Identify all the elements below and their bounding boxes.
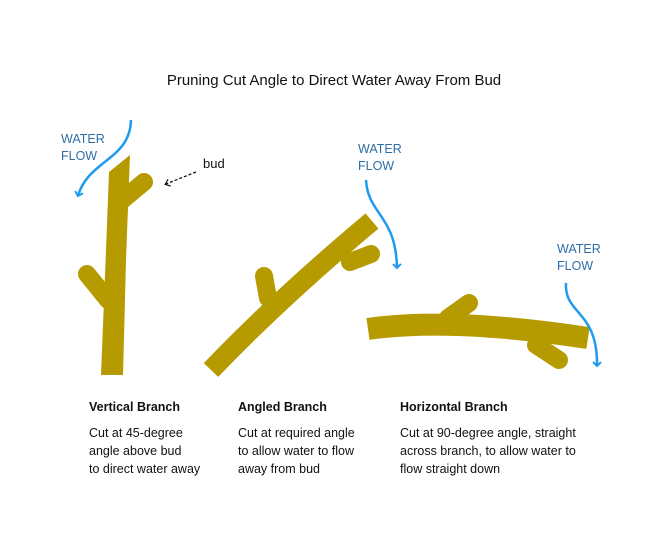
water-label-line: WATER [61, 132, 105, 146]
bud-shape [78, 265, 117, 309]
caption-line: Cut at 45-degree [89, 426, 183, 440]
bud-shape [439, 294, 478, 327]
angled-branch [203, 213, 380, 377]
caption-angled-branch: Angled Branch Cut at required angle to a… [238, 398, 355, 478]
water-label-line: FLOW [557, 259, 594, 273]
caption-vertical-branch: Vertical Branch Cut at 45-degree angle a… [89, 398, 200, 478]
water-label-line: FLOW [61, 149, 98, 163]
caption-heading: Vertical Branch [89, 400, 181, 414]
caption-line: away from bud [238, 462, 320, 476]
caption-line: Cut at 90-degree angle, straight [400, 426, 576, 440]
water-flow-arrow [564, 282, 602, 368]
bud-shape [111, 173, 153, 211]
horizontal-branch [366, 294, 590, 369]
water-flow-arrow [364, 179, 402, 270]
caption-horizontal-branch: Horizontal Branch Cut at 90-degree angle… [400, 398, 576, 478]
bud-shape [255, 267, 277, 307]
bud-pointer-arrow [164, 171, 197, 187]
bud-shape [527, 336, 568, 369]
caption-heading: Angled Branch [238, 400, 327, 414]
water-label-line: WATER [557, 242, 601, 256]
diagram-title: Pruning Cut Angle to Direct Water Away F… [166, 72, 502, 89]
caption-line: to direct water away [89, 462, 201, 476]
caption-line: angle above bud [89, 444, 182, 458]
caption-heading: Horizontal Branch [400, 400, 508, 414]
bud-label: bud [203, 156, 225, 171]
water-label-line: WATER [358, 142, 402, 156]
caption-line: across branch, to allow water to [400, 444, 576, 458]
water-flow-label: WATER FLOW [557, 241, 601, 275]
water-flow-label: WATER FLOW [358, 141, 402, 175]
vertical-branch [78, 155, 153, 375]
water-flow-label: WATER FLOW [61, 131, 105, 165]
caption-line: Cut at required angle [238, 426, 355, 440]
bud-shape [341, 245, 380, 271]
water-flow-arrow [74, 119, 133, 198]
caption-line: flow straight down [400, 462, 501, 476]
water-label-line: FLOW [358, 159, 395, 173]
caption-line: to allow water to flow [238, 444, 355, 458]
